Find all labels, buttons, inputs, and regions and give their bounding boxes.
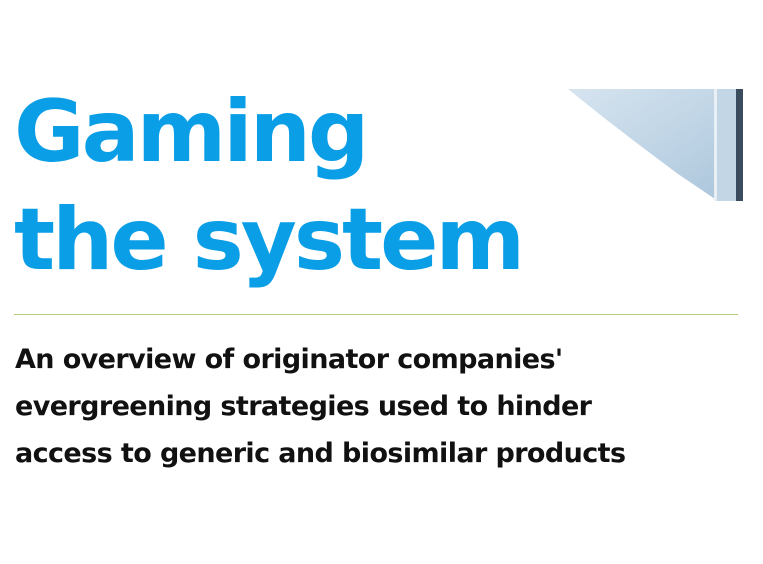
title-line-1: Gaming bbox=[14, 82, 370, 182]
subtitle-line-1: An overview of originator companies' bbox=[15, 344, 563, 375]
page-title: Gaming the system bbox=[14, 78, 525, 294]
cover-photo-fragment bbox=[568, 89, 743, 201]
divider bbox=[14, 314, 738, 315]
subtitle-line-3: access to generic and biosimilar product… bbox=[15, 438, 626, 469]
subtitle: An overview of originator companies' eve… bbox=[15, 336, 626, 477]
title-line-2: the system bbox=[14, 190, 525, 290]
subtitle-line-2: evergreening strategies used to hinder bbox=[15, 391, 592, 422]
